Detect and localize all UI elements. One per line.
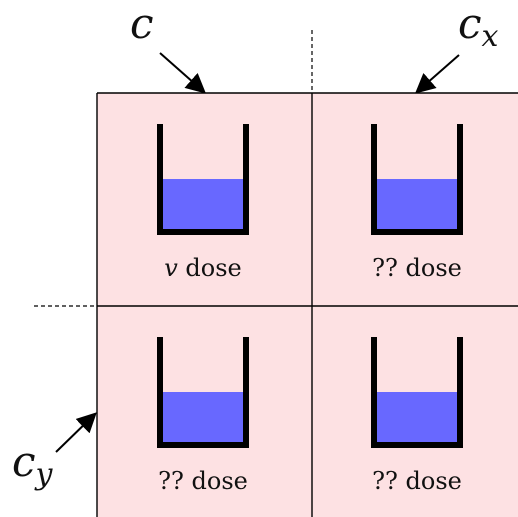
beaker-icon <box>371 337 463 448</box>
cell-top-left: v dose <box>157 124 249 282</box>
cell-label: ?? dose <box>372 467 462 495</box>
cell-label-suffix: dose <box>398 254 462 282</box>
cell-bottom-right: ?? dose <box>371 337 463 495</box>
corner-label-cx: cx <box>458 0 499 54</box>
corner-label-c: c <box>130 0 154 48</box>
corner-label-cy-sub: y <box>34 457 54 492</box>
corner-label-cy: cy <box>12 437 54 492</box>
beaker-icon <box>157 124 249 235</box>
cell-top-right: ?? dose <box>371 124 463 282</box>
cell-bottom-left: ?? dose <box>157 337 249 495</box>
cell-label-suffix: dose <box>184 467 248 495</box>
cell-label-prefix: ?? <box>372 467 398 495</box>
cell-label-prefix: ?? <box>372 254 398 282</box>
cell-label-suffix: dose <box>398 467 462 495</box>
beaker-liquid <box>377 392 460 442</box>
cell-label: ?? dose <box>158 467 248 495</box>
cell-label: ?? dose <box>372 254 462 282</box>
arrow-icon <box>414 54 460 94</box>
cell-label-suffix: dose <box>178 254 242 282</box>
arrow-icon <box>159 52 206 94</box>
beaker-liquid <box>163 392 246 442</box>
cell-label: v dose <box>164 254 242 282</box>
cell-label-prefix: v <box>164 254 178 282</box>
corner-label-cx-sub: x <box>482 19 499 54</box>
cell-label-prefix: ?? <box>158 467 184 495</box>
corner-label-cy-base: c <box>12 437 36 486</box>
beaker-liquid <box>163 179 246 229</box>
beaker-icon <box>371 124 463 235</box>
corner-label-cx-base: c <box>458 0 482 48</box>
arrow-icon <box>55 412 97 453</box>
beaker-liquid <box>377 179 460 229</box>
beaker-icon <box>157 337 249 448</box>
